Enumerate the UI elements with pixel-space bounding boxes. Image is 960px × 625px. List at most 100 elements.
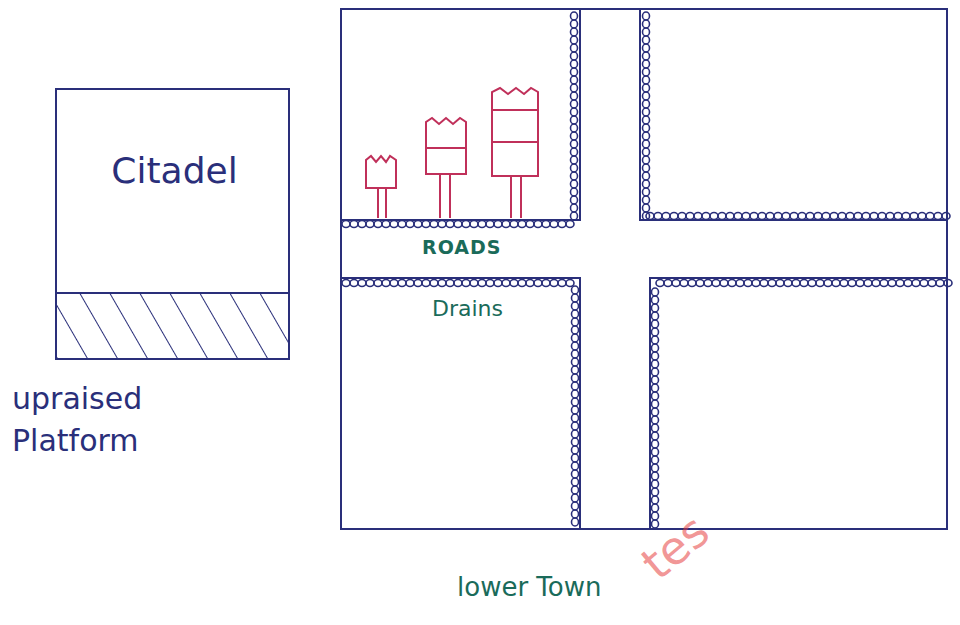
drain-loop (643, 60, 650, 68)
drain-loop (350, 221, 358, 228)
drain-loop (830, 213, 838, 220)
drain-loop (571, 132, 578, 140)
drain-loop (718, 213, 726, 220)
text-label: Drains (430, 296, 505, 321)
drain-loop (894, 213, 902, 220)
drain-loop (652, 504, 659, 512)
drain-loop (572, 334, 579, 342)
drain-loop (571, 156, 578, 164)
drain-loop (656, 280, 664, 287)
drain-loop (566, 221, 574, 228)
drain-loop (652, 352, 659, 360)
drain-loop (438, 280, 446, 287)
drain-loop (358, 221, 366, 228)
drain-loop (571, 52, 578, 60)
drain-loop (643, 84, 650, 92)
drain-loop (462, 280, 470, 287)
drain-loop (438, 221, 446, 228)
drain-loop (840, 280, 848, 287)
drain-loop (446, 280, 454, 287)
drain-loop (758, 213, 766, 220)
drain-loop (382, 280, 390, 287)
drain-loop (571, 148, 578, 156)
drain-loop (534, 221, 542, 228)
drain-loop (774, 213, 782, 220)
drain-loop (926, 213, 934, 220)
drain-loop (643, 52, 650, 60)
drain-loop (643, 116, 650, 124)
drain-loop (652, 304, 659, 312)
drain-loop (571, 12, 578, 20)
drain-loop (572, 374, 579, 382)
drain-loop (414, 221, 422, 228)
drain-loop (572, 510, 579, 518)
drain-loop (571, 84, 578, 92)
drain-loop (870, 213, 878, 220)
drain-loop (652, 456, 659, 464)
node-label: lower Town (457, 572, 601, 602)
drain-loop (643, 124, 650, 132)
drain-loop (942, 213, 950, 220)
drain-loop (462, 221, 470, 228)
drain-loop (572, 470, 579, 478)
drain-loop (878, 213, 886, 220)
drain-loop (643, 92, 650, 100)
drain-loop (478, 221, 486, 228)
drain-loop (571, 164, 578, 172)
drain-loop (664, 280, 672, 287)
drain-loop (792, 280, 800, 287)
drain-loop (800, 280, 808, 287)
drain-loop (572, 406, 579, 414)
drain-loop (766, 213, 774, 220)
drain-loop (652, 360, 659, 368)
drain-loop (704, 280, 712, 287)
drain-loop (572, 310, 579, 318)
drain-loop (571, 172, 578, 180)
drain-loop (350, 280, 358, 287)
drain-loop (643, 108, 650, 116)
drain-loop (643, 180, 650, 188)
drain-loop (571, 44, 578, 52)
drain-loop (652, 376, 659, 384)
drain-loop (494, 280, 502, 287)
drain-loop (782, 213, 790, 220)
drain-loop (478, 280, 486, 287)
drain-loop (550, 221, 558, 228)
drain-loop (571, 204, 578, 212)
drain-loop (688, 280, 696, 287)
drain-loop (572, 286, 579, 294)
drain-loop (643, 76, 650, 84)
drain-loop (571, 28, 578, 36)
drain-loop (374, 221, 382, 228)
drain-loop (470, 221, 478, 228)
drain-loop (848, 280, 856, 287)
drain-loop (880, 280, 888, 287)
drain-loop (571, 36, 578, 44)
drain-loop (806, 213, 814, 220)
drain-loop (486, 280, 494, 287)
drain-loop (652, 496, 659, 504)
drain-loop (862, 213, 870, 220)
drain-loop (652, 320, 659, 328)
drain-loop (643, 204, 650, 212)
drain-loop (571, 108, 578, 116)
drain-loop (571, 180, 578, 188)
drain-loop (784, 280, 792, 287)
drain-loop (518, 280, 526, 287)
drain-loop (886, 213, 894, 220)
drain-loop (430, 280, 438, 287)
drain-loop (652, 336, 659, 344)
drain-loop (358, 280, 366, 287)
drain-loop (571, 100, 578, 108)
drain-loop (454, 221, 462, 228)
drain-loop (652, 448, 659, 456)
drain-loop (918, 213, 926, 220)
drain-loop (643, 188, 650, 196)
drain-loop (864, 280, 872, 287)
drain-loop (808, 280, 816, 287)
drain-loop (888, 280, 896, 287)
drain-loop (652, 328, 659, 336)
drain-loop (470, 280, 478, 287)
drain-loop (542, 221, 550, 228)
citadel-box: Citadel (55, 88, 290, 360)
